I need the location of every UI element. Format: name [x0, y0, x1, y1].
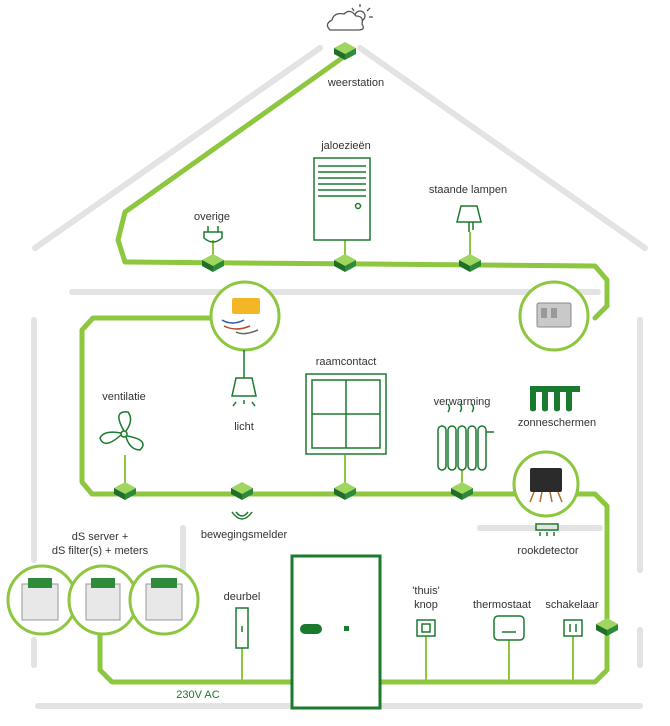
ds-server-devices	[6, 564, 200, 636]
server-label-line2: dS filter(s) + meters	[52, 545, 149, 557]
bus-wiring	[79, 53, 610, 685]
module-heating	[451, 482, 473, 500]
blinds-label: jaloezieën	[320, 140, 371, 152]
other-label: overige	[194, 211, 230, 223]
module-other	[202, 254, 224, 272]
doorbell-icon	[235, 607, 249, 649]
light-controller	[209, 280, 281, 352]
thermostat-icon	[493, 615, 525, 641]
server-label-line1: dS server +	[72, 531, 129, 543]
home-button-label-line1: 'thuis'	[412, 585, 439, 597]
motion-detector-label: bewegingsmelder	[201, 529, 288, 541]
fan-icon	[99, 411, 144, 451]
smoke-controller	[512, 450, 580, 518]
smoke-detector-label: rookdetector	[517, 545, 578, 557]
ceiling-lamp-icon	[231, 350, 257, 407]
plug-icon	[203, 226, 223, 243]
radiator-icon	[437, 403, 494, 471]
mains-label: 230V AC	[176, 689, 219, 701]
smoke-detector-icon	[535, 523, 559, 536]
module-blinds	[334, 254, 356, 272]
awning-controller	[518, 280, 590, 352]
awnings-label: zonneschermen	[518, 417, 596, 429]
front-door	[290, 554, 382, 710]
switch-icon	[563, 619, 583, 637]
motion-sensor-icon	[231, 511, 253, 520]
module-motion	[231, 482, 253, 500]
home-button-icon	[416, 619, 436, 637]
floor-lamp-icon	[456, 205, 482, 232]
window-contact-label: raamcontact	[316, 356, 377, 368]
ventilation-label: ventilatie	[102, 391, 145, 403]
window-icon	[305, 373, 387, 455]
module-switch	[596, 618, 618, 636]
module-window	[334, 482, 356, 500]
cloud-sun-icon	[326, 4, 373, 31]
blinds-icon	[313, 157, 371, 241]
heating-label: verwarming	[434, 396, 491, 408]
awning-icon	[530, 386, 580, 412]
module-weather	[334, 42, 356, 60]
module-ventilation	[114, 482, 136, 500]
light-label: licht	[234, 421, 254, 433]
switch-label: schakelaar	[545, 599, 599, 611]
standing-lamps-label: staande lampen	[429, 184, 507, 196]
weather-station-label: weerstation	[327, 77, 384, 89]
thermostat-label: thermostaat	[473, 599, 531, 611]
home-button-label-line2: knop	[414, 599, 438, 611]
doorbell-label: deurbel	[224, 591, 261, 603]
module-lamps	[459, 254, 481, 272]
